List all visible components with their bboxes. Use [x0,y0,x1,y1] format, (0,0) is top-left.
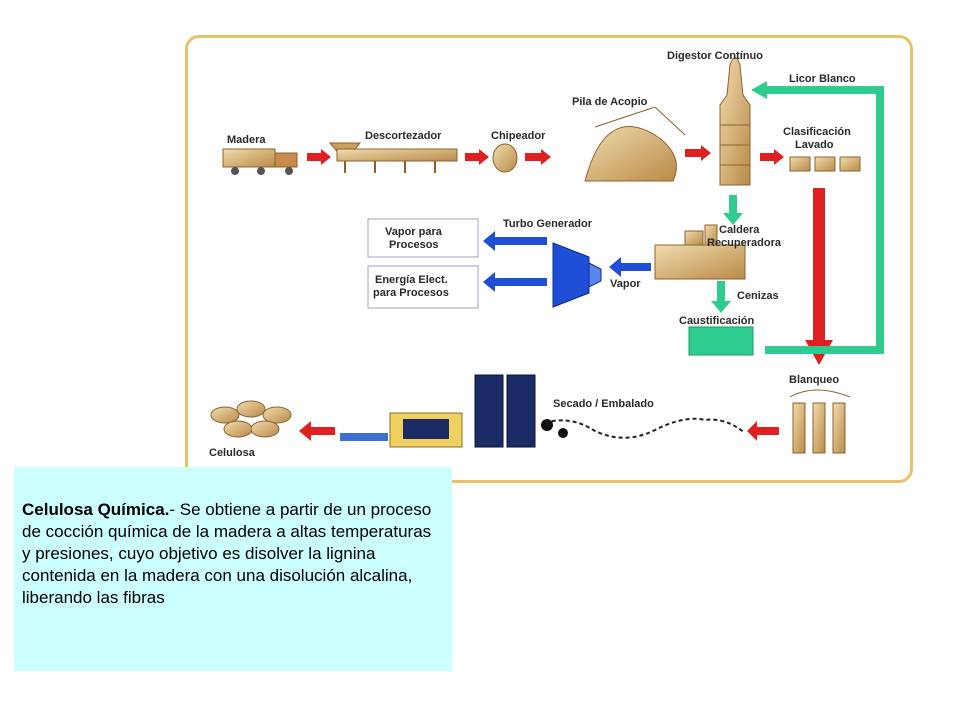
secado-line-icon [541,417,746,439]
caustificacion-tank-icon [688,326,754,356]
diagram-frame [185,35,913,483]
caption-box: Celulosa Química.- Se obtiene a partir d… [14,467,452,671]
celulosa-bales-icon [210,400,292,438]
control-machine-icon [340,412,463,448]
chipeador-icon [492,143,518,173]
process-diagram: Madera Descortezador Chipeador Pila de A… [209,50,884,459]
caption-text: Celulosa Química.- Se obtiene a partir d… [22,499,444,609]
vapor-procesos-box [367,218,479,258]
energia-procesos-box [367,265,479,309]
label-vapor: Vapor [610,278,641,290]
turbo-generador-icon [552,242,602,308]
label-recuperadora: Recuperadora [707,237,782,249]
digestor-tower-icon [719,57,751,186]
arrow-licor-blanco [751,81,884,354]
arrow-turbo-energia [483,272,547,292]
label-madera: Madera [227,134,266,146]
madera-truck-icon [222,148,298,175]
arrow-caldera-turbo [609,257,651,277]
label-chipeador: Chipeador [491,130,546,142]
arrow-chipeador-pila [525,149,551,165]
label-para-procesos: para Procesos [373,287,449,299]
label-digestor: Digestor Contínuo [667,50,763,62]
caption-body: - Se obtiene a partir de un proceso de c… [22,500,432,607]
label-caustificacion: Caustificación [679,315,754,327]
arrow-descortezador-chipeador [465,149,489,165]
arrow-caldera-caustificacion [711,281,731,313]
pila-acopio-icon [584,106,686,182]
caption-title: Celulosa Química. [22,500,170,519]
label-lavado: Lavado [795,139,834,151]
caldera-recuperadora-icon [654,224,746,280]
label-descortezador: Descortezador [365,130,442,142]
label-secado-embalado: Secado / Embalado [553,398,654,410]
arrow-digestor-caldera [723,195,743,225]
clasificacion-lavado-icon [789,156,861,172]
label-blanqueo: Blanqueo [789,374,839,386]
arrow-turbo-vapor-procesos [483,231,547,251]
arrow-maquina-celulosa [299,421,335,441]
arrow-clasificacion-blanqueo [805,188,833,365]
arrow-digestor-clasificacion [760,149,784,165]
label-clasificacion: Clasificación [783,126,851,138]
label-caldera: Caldera [719,224,760,236]
label-vapor-para: Vapor para [385,226,443,238]
label-procesos: Procesos [389,239,439,251]
label-pila-acopio: Pila de Acopio [572,96,648,108]
arrow-blanqueo-secado [747,421,779,441]
label-cenizas: Cenizas [737,290,779,302]
label-turbo-generador: Turbo Generador [503,218,593,230]
arrow-pila-digestor [685,145,711,161]
blanqueo-towers-icon [789,389,851,454]
descortezador-machine-icon [328,142,458,173]
embalado-press-icon [474,374,536,448]
label-celulosa: Celulosa [209,447,256,459]
label-licor-blanco: Licor Blanco [789,73,856,85]
arrow-madera-descortezador [307,149,331,165]
label-energia-elect: Energía Elect. [375,274,448,286]
